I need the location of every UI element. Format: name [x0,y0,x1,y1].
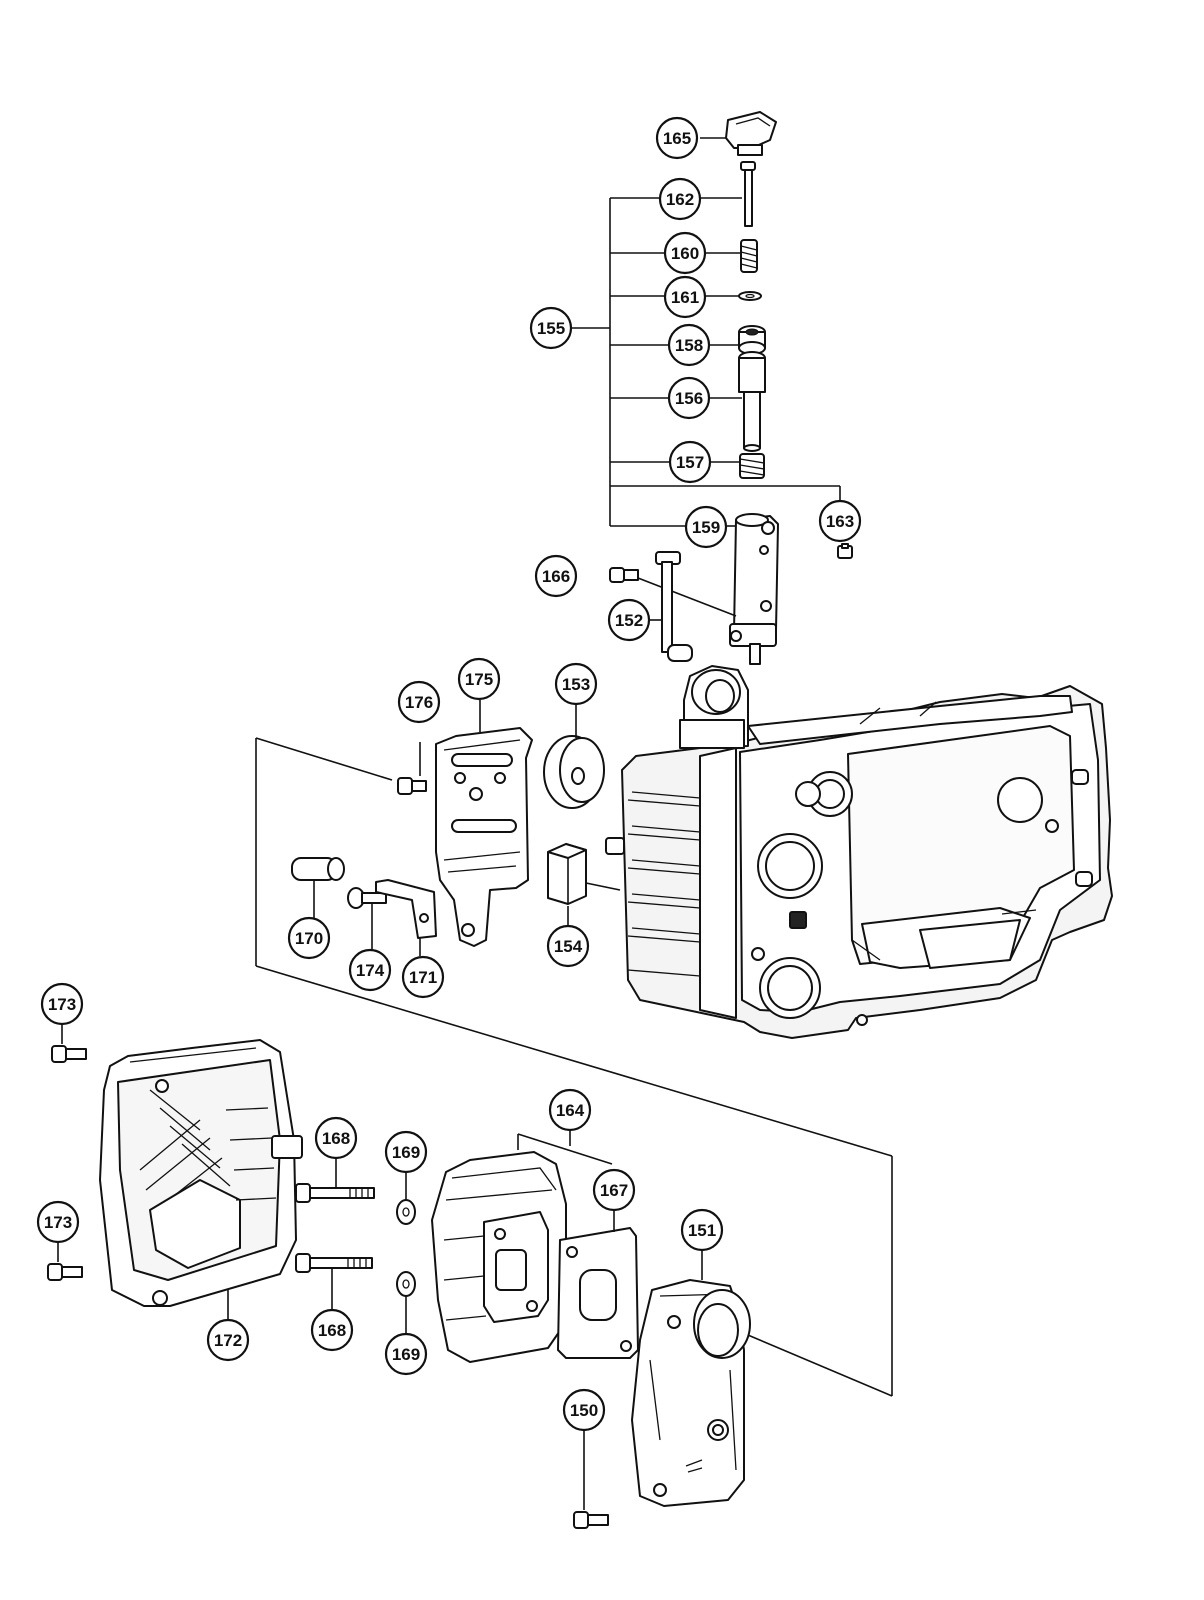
callout-168-lower: 168 [310,1308,354,1352]
svg-text:163: 163 [826,512,854,531]
exploded-outline-lines [255,737,893,1397]
svg-text:153: 153 [562,675,590,694]
callout-164: 164 [548,1088,592,1132]
svg-text:167: 167 [600,1181,628,1200]
lever-part-152 [650,551,693,662]
svg-text:168: 168 [318,1321,346,1340]
svg-text:158: 158 [675,336,703,355]
screw-part-176 [397,742,427,795]
svg-text:160: 160 [671,244,699,263]
svg-text:170: 170 [295,929,323,948]
screw-part-150 [573,1430,609,1529]
svg-text:157: 157 [676,453,704,472]
callout-173-upper: 173 [40,982,84,1026]
callout-163: 163 [818,499,862,543]
svg-text:154: 154 [554,937,583,956]
callout-155: 155 [529,306,573,350]
screw-part-173-upper [51,1024,87,1063]
svg-text:152: 152 [615,611,643,630]
callout-173-lower: 173 [36,1200,80,1244]
callout-169-lower: 169 [384,1332,428,1376]
svg-text:169: 169 [392,1345,420,1364]
sleeve-part-170 [291,857,345,918]
svg-text:150: 150 [570,1401,598,1420]
svg-text:162: 162 [666,190,694,209]
spring-part-157 [739,453,765,479]
svg-text:161: 161 [671,288,699,307]
svg-text:174: 174 [356,961,385,980]
svg-text:173: 173 [44,1213,72,1232]
svg-text:165: 165 [663,129,691,148]
pump-housing-part-159 [729,513,779,665]
callout-161: 161 [663,275,707,319]
svg-text:159: 159 [692,518,720,537]
callout-154: 154 [546,924,590,968]
screw-part-163 [837,543,853,559]
piston-part-156 [738,351,766,452]
guide-plate-part-175 [435,700,533,947]
callout-152: 152 [607,598,651,642]
callout-165: 165 [655,116,699,160]
callout-158: 158 [667,323,711,367]
callout-171: 171 [401,955,445,999]
washer-part-169-upper [396,1172,416,1225]
block-part-154 [547,843,587,926]
washer-part-169-lower [396,1271,416,1334]
callout-172: 172 [206,1318,250,1362]
callout-169-upper: 169 [384,1130,428,1174]
svg-text:155: 155 [537,319,565,338]
svg-text:168: 168 [322,1129,350,1148]
callout-160: 160 [663,231,707,275]
callout-167: 167 [592,1168,636,1212]
callout-157: 157 [668,440,712,484]
svg-text:164: 164 [556,1101,585,1120]
shaft-part-162 [740,161,756,227]
crankcase-housing [605,665,1113,1039]
bolt-part-168-lower [295,1253,373,1310]
svg-text:169: 169 [392,1143,420,1162]
svg-text:156: 156 [675,389,703,408]
muffler-part-164 [431,1130,613,1363]
screw-part-173-lower [47,1242,83,1281]
bolt-part-168-upper [295,1158,375,1203]
callout-159: 159 [684,505,728,549]
callout-170: 170 [287,916,331,960]
svg-text:171: 171 [409,968,437,987]
svg-text:166: 166 [542,567,570,586]
seal-part-158 [738,325,766,355]
callout-166: 166 [534,554,578,598]
callout-151: 151 [680,1208,724,1252]
callouts: 165 162 160 161 155 158 156 157 163 159 … [36,116,862,1432]
callout-153: 153 [554,662,598,706]
cap-part-165 [725,111,777,156]
washer-part-153 [543,702,605,809]
assembly-bracket-155 [572,137,841,527]
washer-part-161 [738,291,762,301]
spring-part-160 [740,239,758,273]
screw-part-166 [609,567,737,617]
svg-text:175: 175 [465,670,493,689]
muffler-cover-part-172 [99,1039,303,1320]
callout-175: 175 [457,657,501,701]
svg-text:172: 172 [214,1331,242,1350]
gasket-part-167 [557,1210,639,1359]
callout-176: 176 [397,680,441,724]
callout-150: 150 [562,1388,606,1432]
callout-174: 174 [348,948,392,992]
svg-text:151: 151 [688,1221,716,1240]
bolt-part-174 [347,887,387,950]
bracket-part-171 [375,879,437,956]
callout-156: 156 [667,376,711,420]
callout-162: 162 [658,177,702,221]
cover-plate-part-151 [631,1250,751,1507]
callout-168-upper: 168 [314,1116,358,1160]
svg-text:173: 173 [48,995,76,1014]
svg-text:176: 176 [405,693,433,712]
